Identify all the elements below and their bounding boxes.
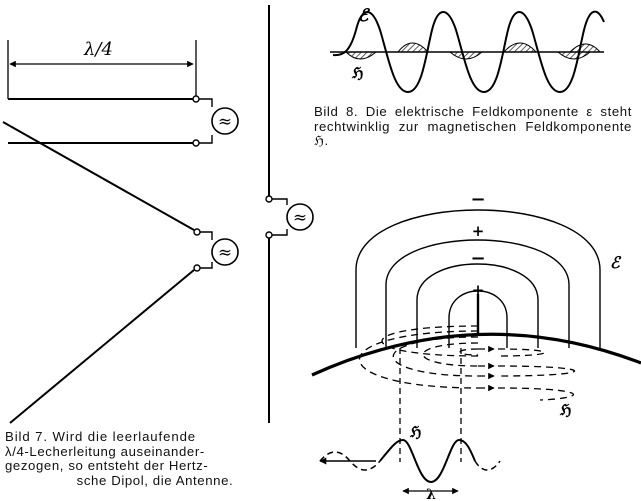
fig7-spread-generator <box>211 238 239 266</box>
fig9-sign-2: + <box>472 222 485 240</box>
fig9-e-loop-inner <box>448 290 508 348</box>
fig7-dipole-terminal-bottom <box>265 231 273 239</box>
fig9-sign-1: − <box>470 189 485 210</box>
fig7-spread-feed-upper <box>200 231 213 240</box>
fig9-h-arc-right-2 <box>497 365 575 377</box>
fig7-caption-line-2: λ/4-Lecherleitung auseinander- <box>5 443 205 459</box>
fig8-h-lobe-3 <box>448 51 484 60</box>
fig7-lecher-line <box>2 5 314 424</box>
fig9-h-arc-1 <box>459 348 479 356</box>
fig9-e-loop-3 <box>416 263 539 348</box>
fig7-terminal-bottom <box>192 139 200 147</box>
fig9-e-label: ℰ <box>610 253 622 272</box>
fig8-h-label: ℌ <box>351 64 363 82</box>
fig9-earth-surface <box>311 332 641 377</box>
fig8-h-lobe-2 <box>396 42 430 53</box>
fig9-lambda-label: λ <box>426 487 436 501</box>
fig9-h-arc-4 <box>358 330 479 389</box>
fig7-spread-terminal-top <box>193 228 201 236</box>
fig9-e-loop-outer <box>355 209 601 348</box>
fig7-dipole-generator <box>286 203 314 231</box>
fig7-dipole-feed-upper <box>272 198 288 205</box>
fig9-h-arc-right-1 <box>497 348 546 357</box>
fig9-sign-4: + <box>472 281 485 299</box>
fig9-h-wave-label: ℌ <box>409 423 421 441</box>
fig7-terminal-top <box>192 95 200 103</box>
fig9-h-arc-right-3 <box>497 387 574 401</box>
fig9-field-diagram <box>311 209 641 495</box>
fig9-h-arc-3 <box>392 336 479 377</box>
fig9-h-field-label: ℌ <box>559 401 571 419</box>
fig7-feed-wire-lower <box>199 135 213 144</box>
fig7-lambda-quarter-label: λ/4 <box>83 39 113 60</box>
fig7-generator <box>211 107 239 135</box>
fig8-h-lobe-6 <box>568 43 602 53</box>
fig7-dipole-terminal-top <box>265 195 273 203</box>
fig9-e-loop-2 <box>385 239 570 348</box>
fig7-spread-wire-lower <box>9 269 195 424</box>
fig8-h-lobe-5 <box>556 51 592 60</box>
fig7-spread-terminal-bottom <box>193 264 201 272</box>
fig7-caption-line-4: sche Dipol, die Antenne. <box>76 472 234 488</box>
fig8-caption: Bild 8. Die elektrische Feldkomponente ε… <box>314 104 632 149</box>
fig7-dipole-feed-lower <box>272 229 288 236</box>
fig8-h-lobe-4 <box>502 42 538 53</box>
fig7-spread-generator-symbol: ≈ <box>218 243 232 263</box>
fig8-e-label: ℰ <box>358 6 371 26</box>
fig7-caption-line-3: gezogen, so entsteht der Hertz- <box>5 458 209 474</box>
fig7-caption-line-1: Bild 7. Wird die leerlaufende <box>5 429 197 444</box>
fig7-generator-symbol: ≈ <box>218 112 232 132</box>
fig8-wave-diagram <box>330 10 605 94</box>
fig7-caption: Bild 7. Wird die leerlaufende λ/4-Lecher… <box>5 429 305 488</box>
fig8-h-lobe-1 <box>344 51 378 60</box>
fig7-dipole-generator-symbol: ≈ <box>293 208 307 228</box>
fig9-sign-3: − <box>470 248 485 269</box>
fig7-spread-feed-lower <box>200 262 213 269</box>
fig8-e-wave <box>332 10 605 94</box>
fig9-h-wave-dashed <box>319 451 381 471</box>
fig9-h-wave-tail <box>474 460 501 471</box>
fig9-h-arc-5 <box>381 325 479 357</box>
fig7-feed-wire-upper <box>199 98 213 107</box>
fig7-spread-wire-upper <box>2 121 195 231</box>
fig9-h-wave <box>379 438 476 484</box>
